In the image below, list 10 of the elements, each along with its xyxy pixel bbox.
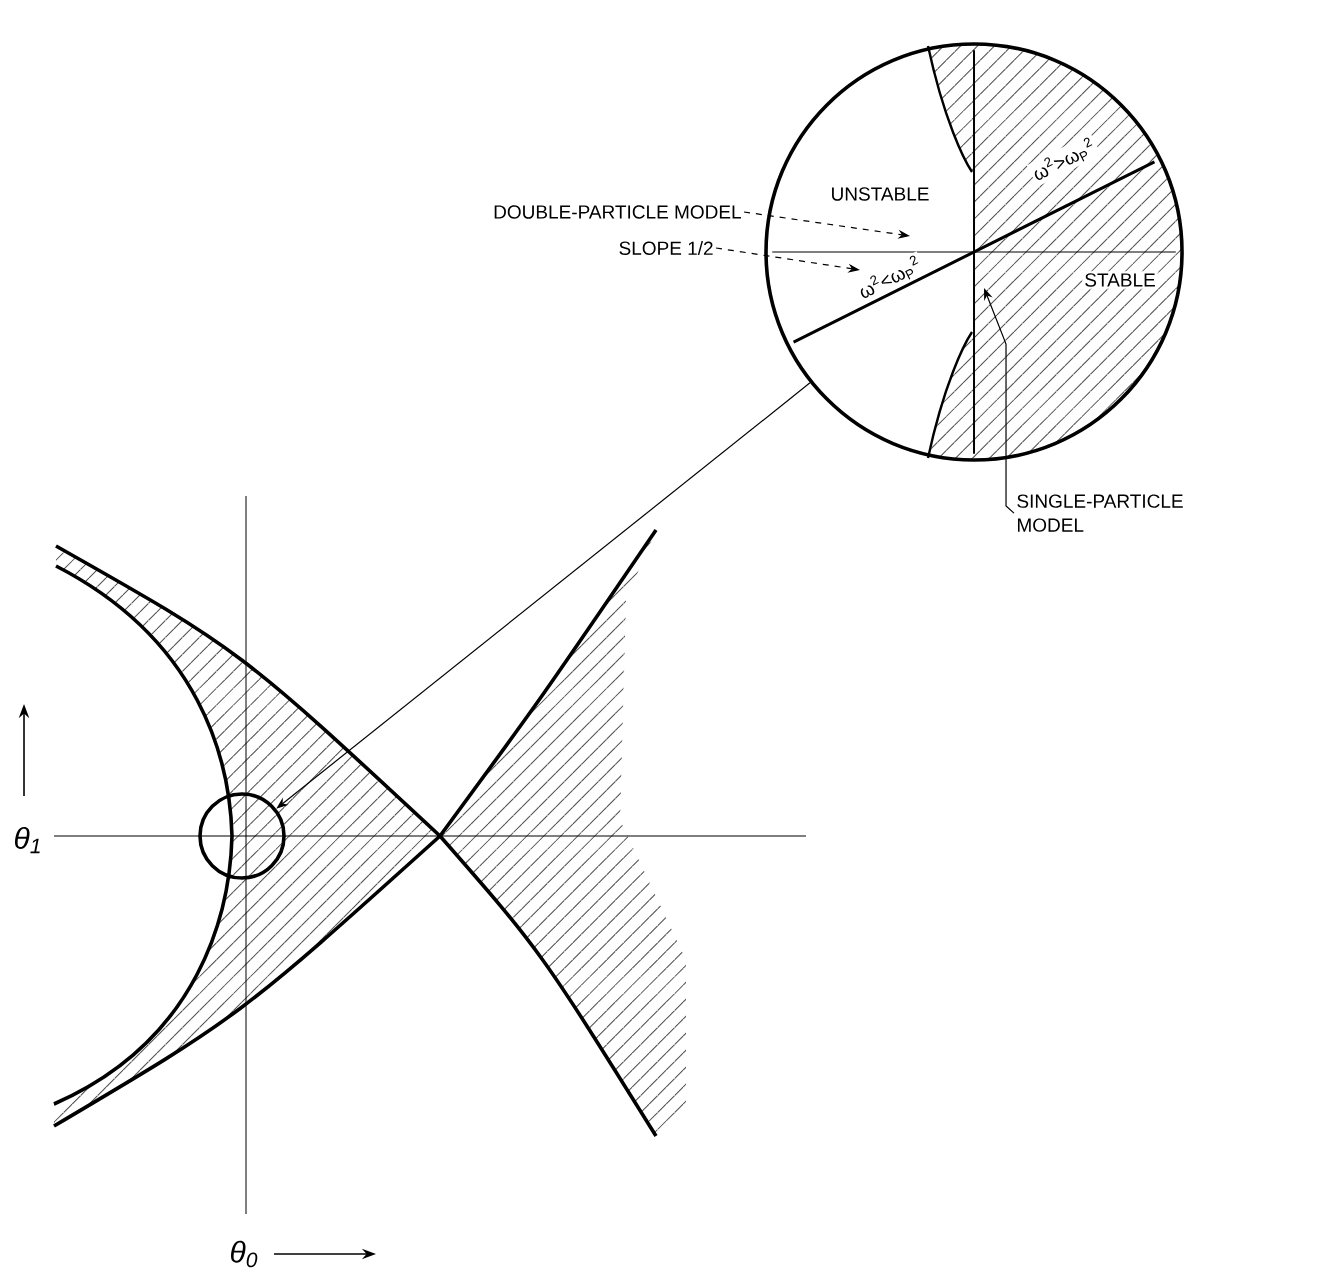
small-circle bbox=[198, 792, 286, 880]
callout-text: SLOPE 1/2 bbox=[619, 241, 713, 255]
pointer-arrow bbox=[276, 382, 811, 809]
region-label: UNSTABLE bbox=[828, 185, 932, 203]
axis-label: θ$_{0}$ bbox=[227, 1238, 261, 1270]
callout-text: SINGLE-PARTICLE MODEL bbox=[1017, 494, 1183, 532]
magnified-circle bbox=[764, 42, 1184, 462]
callout-text: DOUBLE-PARTICLE MODEL bbox=[494, 205, 741, 219]
region-label: STABLE bbox=[1082, 271, 1158, 289]
axis-label: θ$_{1}$ bbox=[11, 824, 45, 856]
